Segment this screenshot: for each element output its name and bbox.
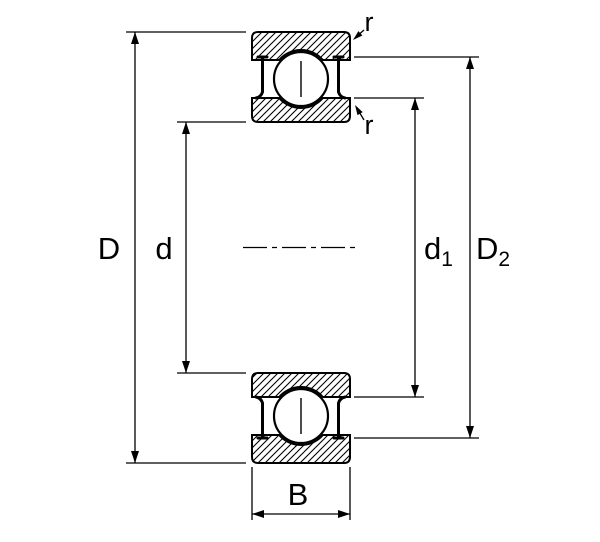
dimension-d1: d1 [354,97,453,398]
outer-ring-top [251,31,351,61]
dimension-D: D [98,31,246,464]
dimension-d-arrow-down [182,361,190,373]
inner-ring-bottom [251,372,351,398]
dimension-d1-arrow-up [411,98,419,110]
dimension-d1-arrow-down [411,385,419,397]
dimension-B-arrow-right [338,510,350,518]
radius-r-outer-label: r [365,7,374,37]
dimension-d1-label: d1 [424,231,453,271]
shield-bottom-left [254,395,269,440]
dimension-B-arrow-left [252,510,264,518]
dimension-B: B [251,467,351,520]
shield-top-right [332,55,347,100]
dimension-D-arrow-down [131,451,139,463]
inner-ring-top [251,97,351,123]
dimension-d1-label-sub: 1 [441,248,453,271]
dimension-D2-label-sub: 2 [498,248,510,271]
dimension-D2-label: D2 [476,231,510,271]
radius-r-outer-arrow [353,31,363,40]
dimension-d1-label-base: d [424,231,441,266]
shield-top-left [254,55,269,100]
dimension-D2: D2 [354,56,510,439]
dimension-d-label: d [155,231,172,266]
dimension-d-arrow-up [182,122,190,134]
bearing-cross-section [251,31,351,464]
outer-ring-bottom [251,434,351,464]
radius-r-outer: r [353,7,374,40]
radius-r-inner-label: r [365,110,374,140]
dimension-D2-label-base: D [476,231,498,266]
dimension-d: d [155,121,246,374]
radius-r-inner-arrow [355,105,363,116]
dimension-D2-arrow-down [466,426,474,438]
dimension-D-label: D [98,231,120,266]
shield-bottom-right [332,395,347,440]
dimension-B-label: B [288,477,309,512]
dimension-D2-arrow-up [466,57,474,69]
radius-r-inner: r [355,105,374,140]
dimension-D-arrow-up [131,32,139,44]
